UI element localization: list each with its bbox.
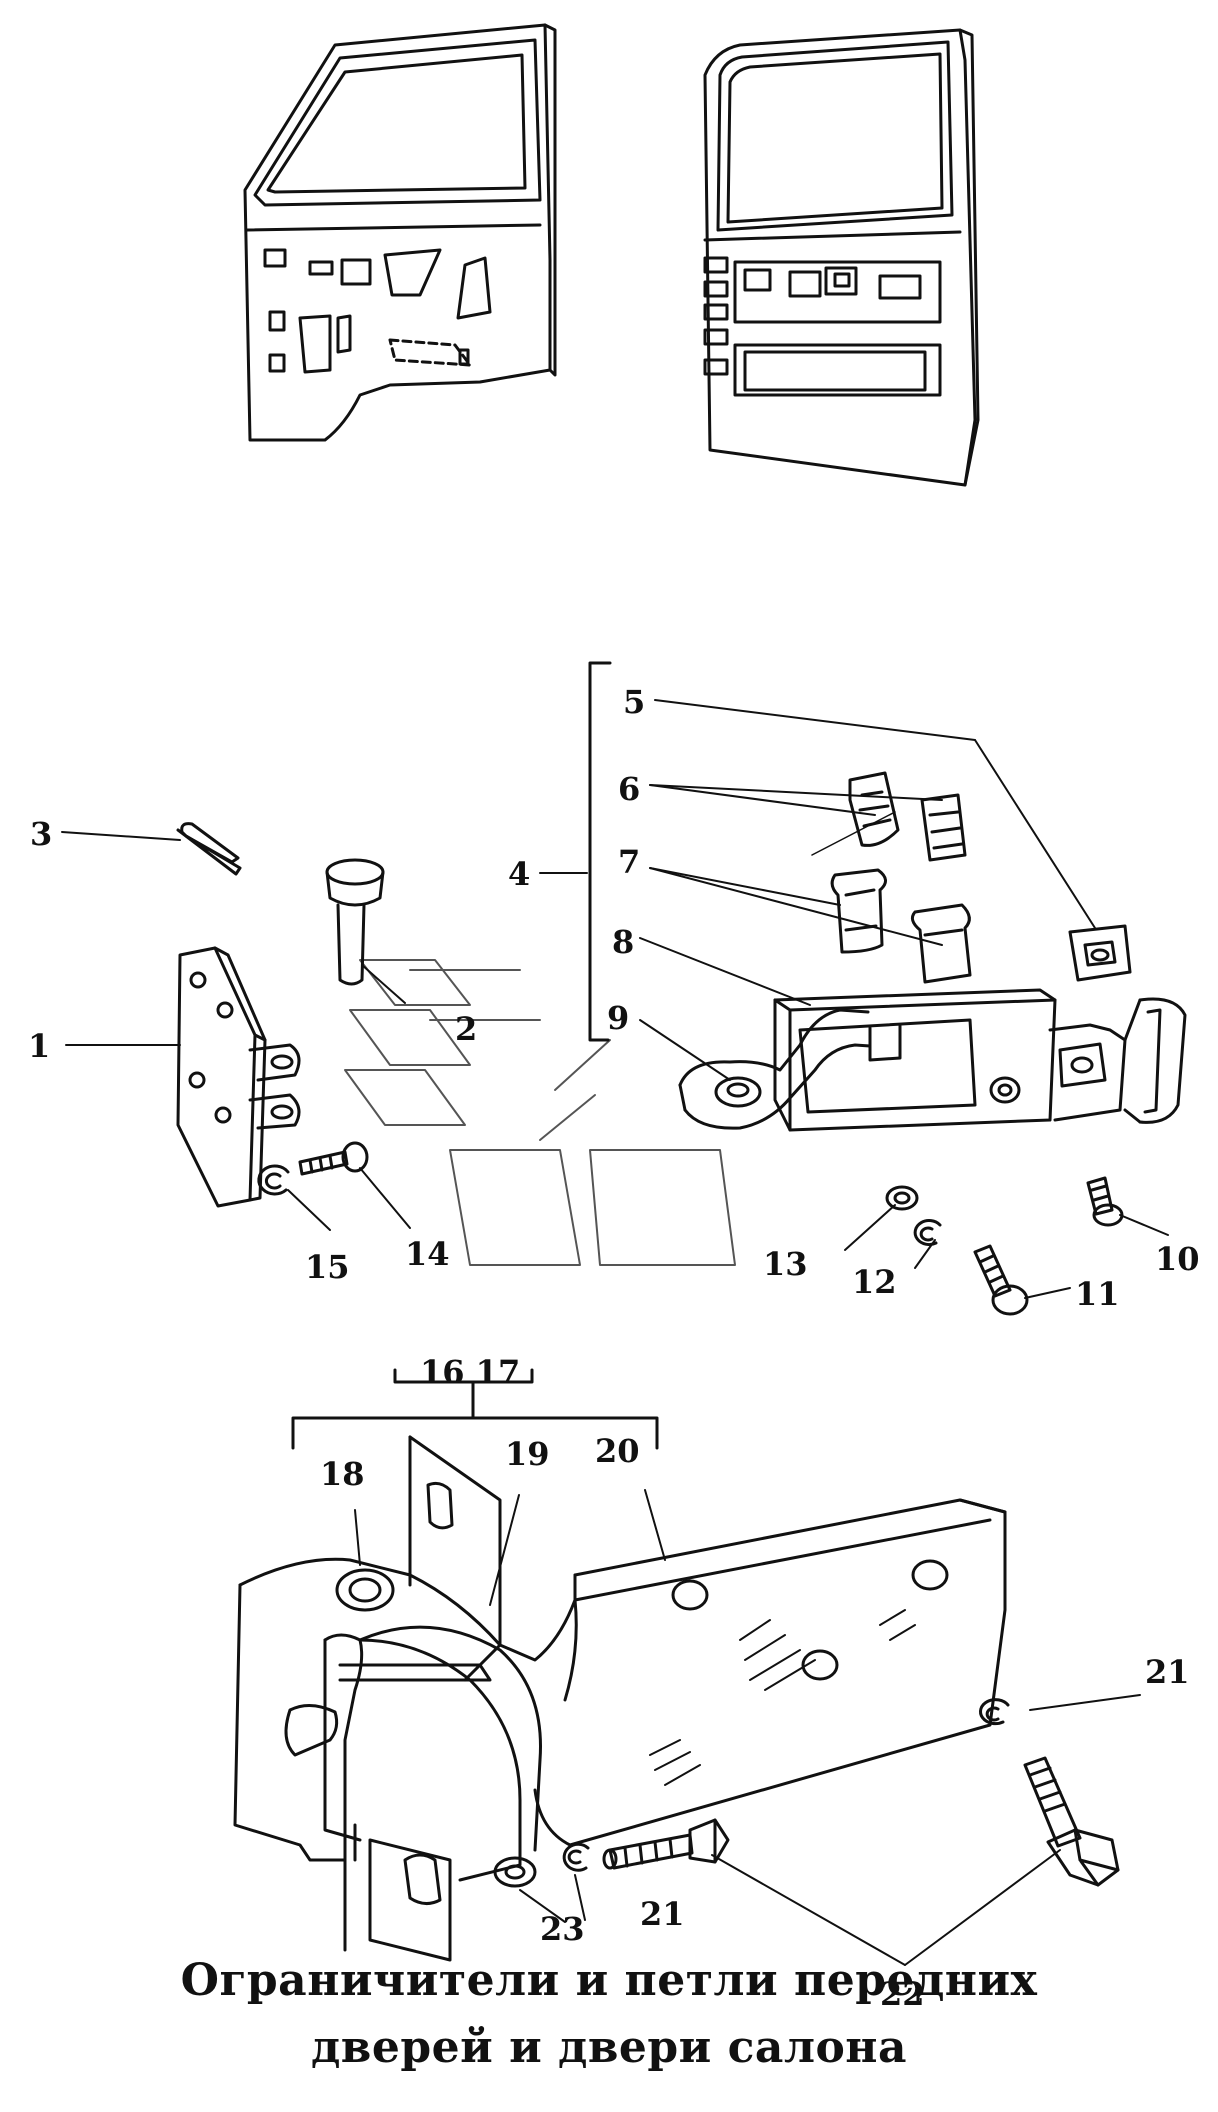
callout-14: 14: [405, 1235, 450, 1273]
screw: [973, 1244, 1029, 1316]
callout-13: 13: [763, 1245, 808, 1283]
hinge-pin: [325, 858, 385, 986]
spring-washer: [257, 1164, 290, 1196]
callout-1: 1: [28, 1027, 50, 1065]
liner: [830, 868, 972, 984]
flat-washer: [493, 1856, 537, 1888]
caption-line-1: Ограничители и петли передних: [180, 1955, 1038, 2006]
callout-15: 15: [305, 1248, 350, 1286]
background-logo: [344, 959, 736, 1266]
callout-6: 6: [618, 770, 640, 808]
callout-18: 18: [320, 1455, 365, 1493]
spring-washer: [562, 1842, 590, 1872]
square-nut: [1068, 924, 1132, 982]
leader-lines: [61, 699, 1169, 1966]
callout-4: 4: [508, 855, 530, 893]
callout-23: 23: [540, 1910, 585, 1948]
hinge-knuckle: [233, 1557, 577, 1952]
saloon-door-panel: [703, 28, 980, 487]
front-door-panel: [243, 23, 557, 442]
callout-9: 9: [607, 999, 629, 1037]
bolt: [298, 1141, 369, 1176]
callout-5: 5: [623, 683, 645, 721]
callout-11: 11: [1075, 1275, 1120, 1313]
callout-10: 10: [1155, 1240, 1200, 1278]
callout-7: 7: [618, 843, 640, 881]
callout-20: 20: [595, 1432, 640, 1470]
group-bracket: [291, 1368, 659, 1450]
callout-2: 2: [455, 1010, 477, 1048]
limiter-arm: [811, 811, 896, 856]
group-bracket: [588, 661, 612, 1042]
callout-22: 22: [880, 1975, 925, 2013]
caption-line-2: дверей и двери салона: [310, 2022, 908, 2073]
screw: [1086, 1176, 1124, 1227]
spring-washer: [978, 1698, 1010, 1726]
hinge-bracket: [338, 1435, 502, 1962]
bolt: [1023, 1756, 1120, 1887]
flat-washer: [885, 1185, 919, 1211]
callout-12: 12: [852, 1263, 897, 1301]
hinge-plate: [176, 946, 301, 1208]
bolt: [602, 1818, 730, 1870]
hinge-leaf: [533, 1498, 1007, 1847]
bushing: [848, 771, 967, 862]
callout-21: 21: [1145, 1653, 1190, 1691]
spring-washer: [913, 1219, 942, 1247]
callout-19: 19: [505, 1435, 550, 1473]
split-pin: [176, 822, 242, 876]
callout-8: 8: [612, 923, 634, 961]
callout-16-17: 16 17: [420, 1353, 520, 1391]
callout-3: 3: [30, 815, 52, 853]
callout-21: 21: [640, 1895, 685, 1933]
limiter-body: [773, 988, 1187, 1132]
limiter-arm: [678, 1008, 872, 1130]
